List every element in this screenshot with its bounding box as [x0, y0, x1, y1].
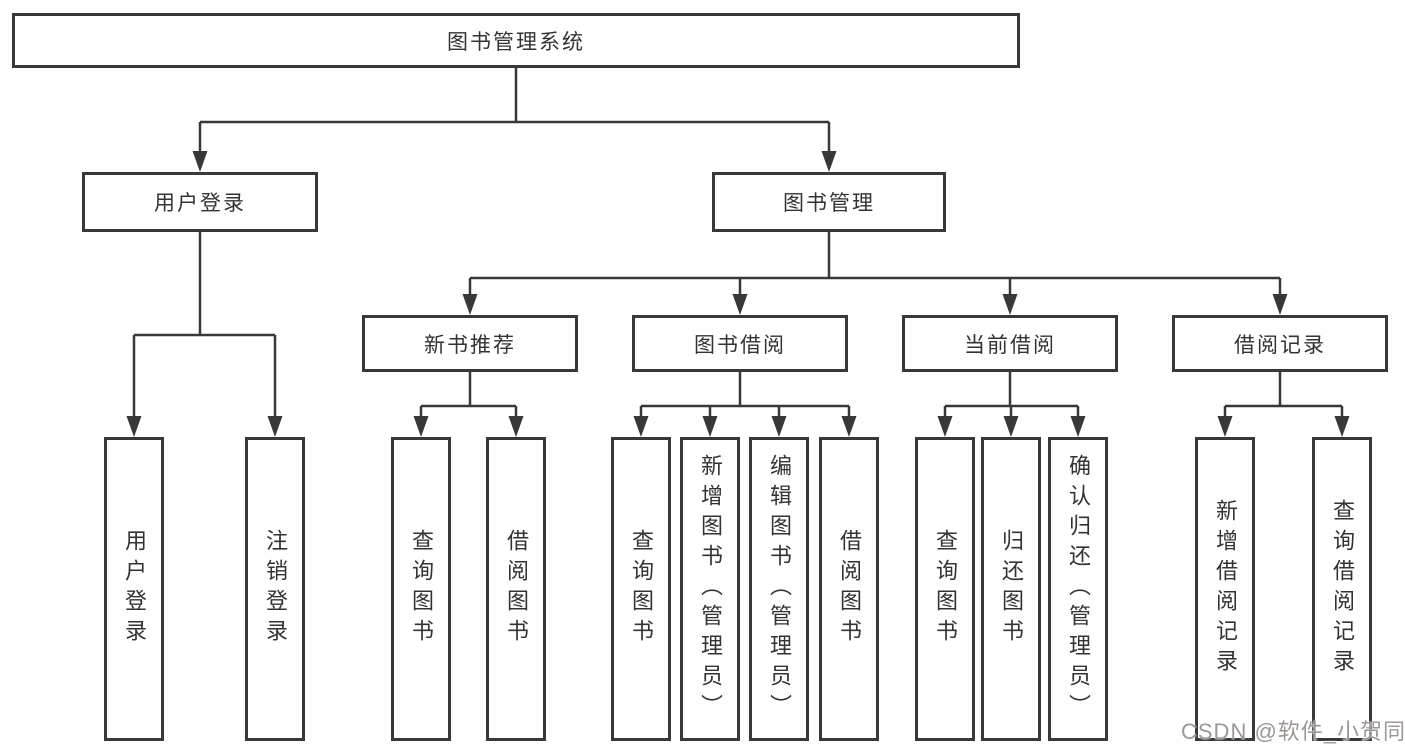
node-borrowing-records: 借阅记录 — [1172, 315, 1388, 372]
watermark-text: CSDN @软件_小贺同学 — [1181, 719, 1405, 744]
leaf-query-books-borrow: 查询图书 — [611, 437, 671, 741]
leaf-confirm-return-admin: 确认归还（管理员） — [1048, 437, 1108, 741]
node-user-login: 用户登录 — [82, 172, 318, 232]
leaf-label: 查询图书 — [409, 529, 434, 649]
node-book-management: 图书管理 — [712, 172, 946, 232]
node-new-book-recommend: 新书推荐 — [362, 315, 578, 372]
leaf-label: 新增借阅记录 — [1213, 499, 1238, 679]
leaf-label: 查询图书 — [629, 529, 654, 649]
leaf-label: 查询借阅记录 — [1330, 499, 1355, 679]
leaf-user-login: 用户登录 — [104, 437, 164, 741]
node-book-borrowing: 图书借阅 — [632, 315, 848, 372]
leaf-add-books-admin: 新增图书（管理员） — [680, 437, 740, 741]
leaf-borrow-books-newrec: 借阅图书 — [486, 437, 546, 741]
leaf-label: 注销登录 — [263, 529, 288, 649]
leaf-logout-login: 注销登录 — [245, 437, 305, 741]
leaf-borrow-books: 借阅图书 — [819, 437, 879, 741]
leaf-query-books-newrec: 查询图书 — [391, 437, 451, 741]
leaf-add-borrow-record: 新增借阅记录 — [1195, 437, 1255, 741]
leaf-edit-books-admin: 编辑图书（管理员） — [749, 437, 809, 741]
leaf-label: 用户登录 — [122, 529, 147, 649]
leaf-return-books: 归还图书 — [981, 437, 1041, 741]
node-current-borrowing: 当前借阅 — [902, 315, 1118, 372]
leaf-query-borrow-record: 查询借阅记录 — [1312, 437, 1372, 741]
leaf-label: 借阅图书 — [837, 529, 862, 649]
leaf-label: 借阅图书 — [504, 529, 529, 649]
leaf-label: 归还图书 — [999, 529, 1024, 649]
leaf-label: 新增图书（管理员） — [698, 454, 723, 724]
leaf-query-books-current: 查询图书 — [915, 437, 975, 741]
arrowheads — [126, 151, 1350, 437]
leaf-label: 查询图书 — [933, 529, 958, 649]
leaf-label: 编辑图书（管理员） — [767, 454, 792, 724]
node-library-management-system: 图书管理系统 — [12, 13, 1020, 68]
leaf-label: 确认归还（管理员） — [1066, 454, 1091, 724]
